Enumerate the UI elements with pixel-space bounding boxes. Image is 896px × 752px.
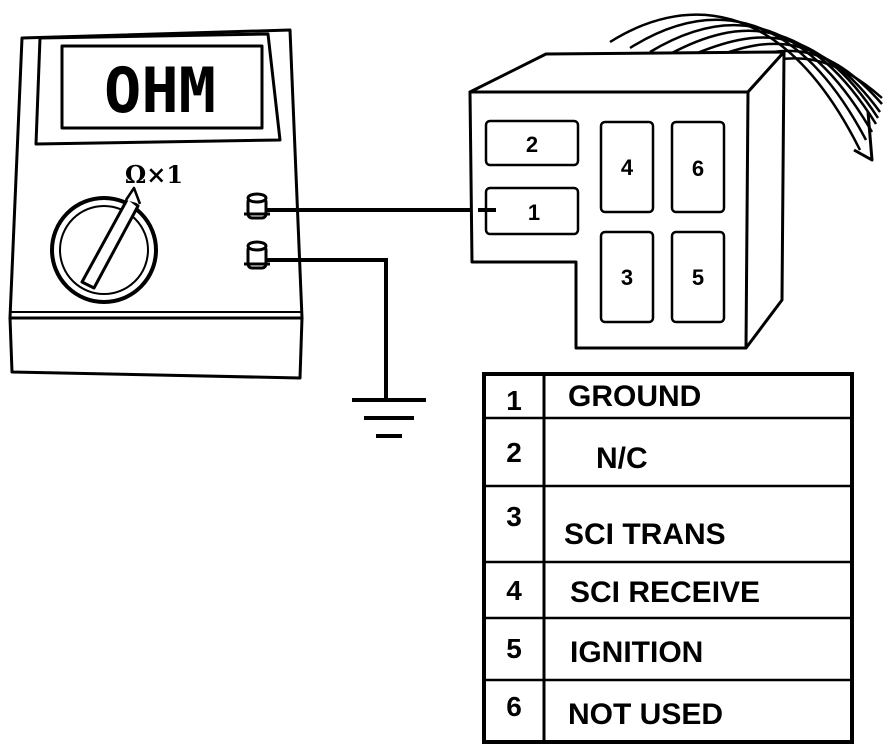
cavity-2 bbox=[484, 119, 580, 167]
pinout-table bbox=[482, 372, 854, 744]
cavity-label-2: 2 bbox=[526, 132, 538, 157]
table-row-function: NOT USED bbox=[568, 698, 723, 731]
connector bbox=[468, 13, 883, 350]
table-border bbox=[482, 372, 854, 744]
table-row-function: SCI RECEIVE bbox=[570, 576, 760, 609]
cavity-label-5: 5 bbox=[692, 265, 704, 290]
cavity-6 bbox=[670, 120, 726, 214]
test-leads bbox=[266, 208, 494, 398]
table-row-pin: 1 bbox=[506, 385, 522, 416]
table-row-function: N/C bbox=[596, 442, 648, 475]
cavity-label-6: 6 bbox=[692, 156, 704, 181]
pinout-functions: GROUND N/C SCI TRANS SCI RECEIVE IGNITIO… bbox=[564, 380, 760, 731]
cavity-4 bbox=[599, 120, 655, 214]
ground-symbol-icon bbox=[352, 398, 426, 438]
table-row-pin: 6 bbox=[506, 691, 522, 722]
pinout-pin-numbers: 1 2 3 4 5 6 bbox=[506, 385, 522, 722]
table-row-pin: 2 bbox=[506, 437, 522, 468]
cavity-label-3: 3 bbox=[621, 265, 633, 290]
ohm-jack[interactable] bbox=[244, 240, 270, 270]
dial-pointer bbox=[80, 196, 140, 290]
range-label: Ω×1 bbox=[125, 160, 183, 189]
ohmmeter bbox=[8, 28, 304, 380]
table-row-function: GROUND bbox=[568, 380, 701, 413]
table-row-pin: 4 bbox=[506, 575, 522, 606]
cavity-labels: 2 1 4 6 3 5 bbox=[526, 132, 704, 290]
cavity-label-4: 4 bbox=[621, 155, 634, 180]
display-reading: OHM bbox=[104, 54, 216, 127]
display-screen bbox=[60, 44, 264, 130]
meter-front-face bbox=[8, 316, 304, 380]
table-row-function: SCI TRANS bbox=[564, 518, 726, 551]
com-jack[interactable] bbox=[244, 192, 270, 220]
cavity-3 bbox=[599, 230, 655, 324]
cavity-label-1: 1 bbox=[528, 200, 540, 225]
lead-to-ground bbox=[266, 258, 388, 398]
table-row-function: IGNITION bbox=[570, 636, 703, 669]
table-row-pin: 3 bbox=[506, 501, 522, 532]
cavity-5 bbox=[670, 230, 726, 324]
table-row-pin: 5 bbox=[506, 633, 522, 664]
